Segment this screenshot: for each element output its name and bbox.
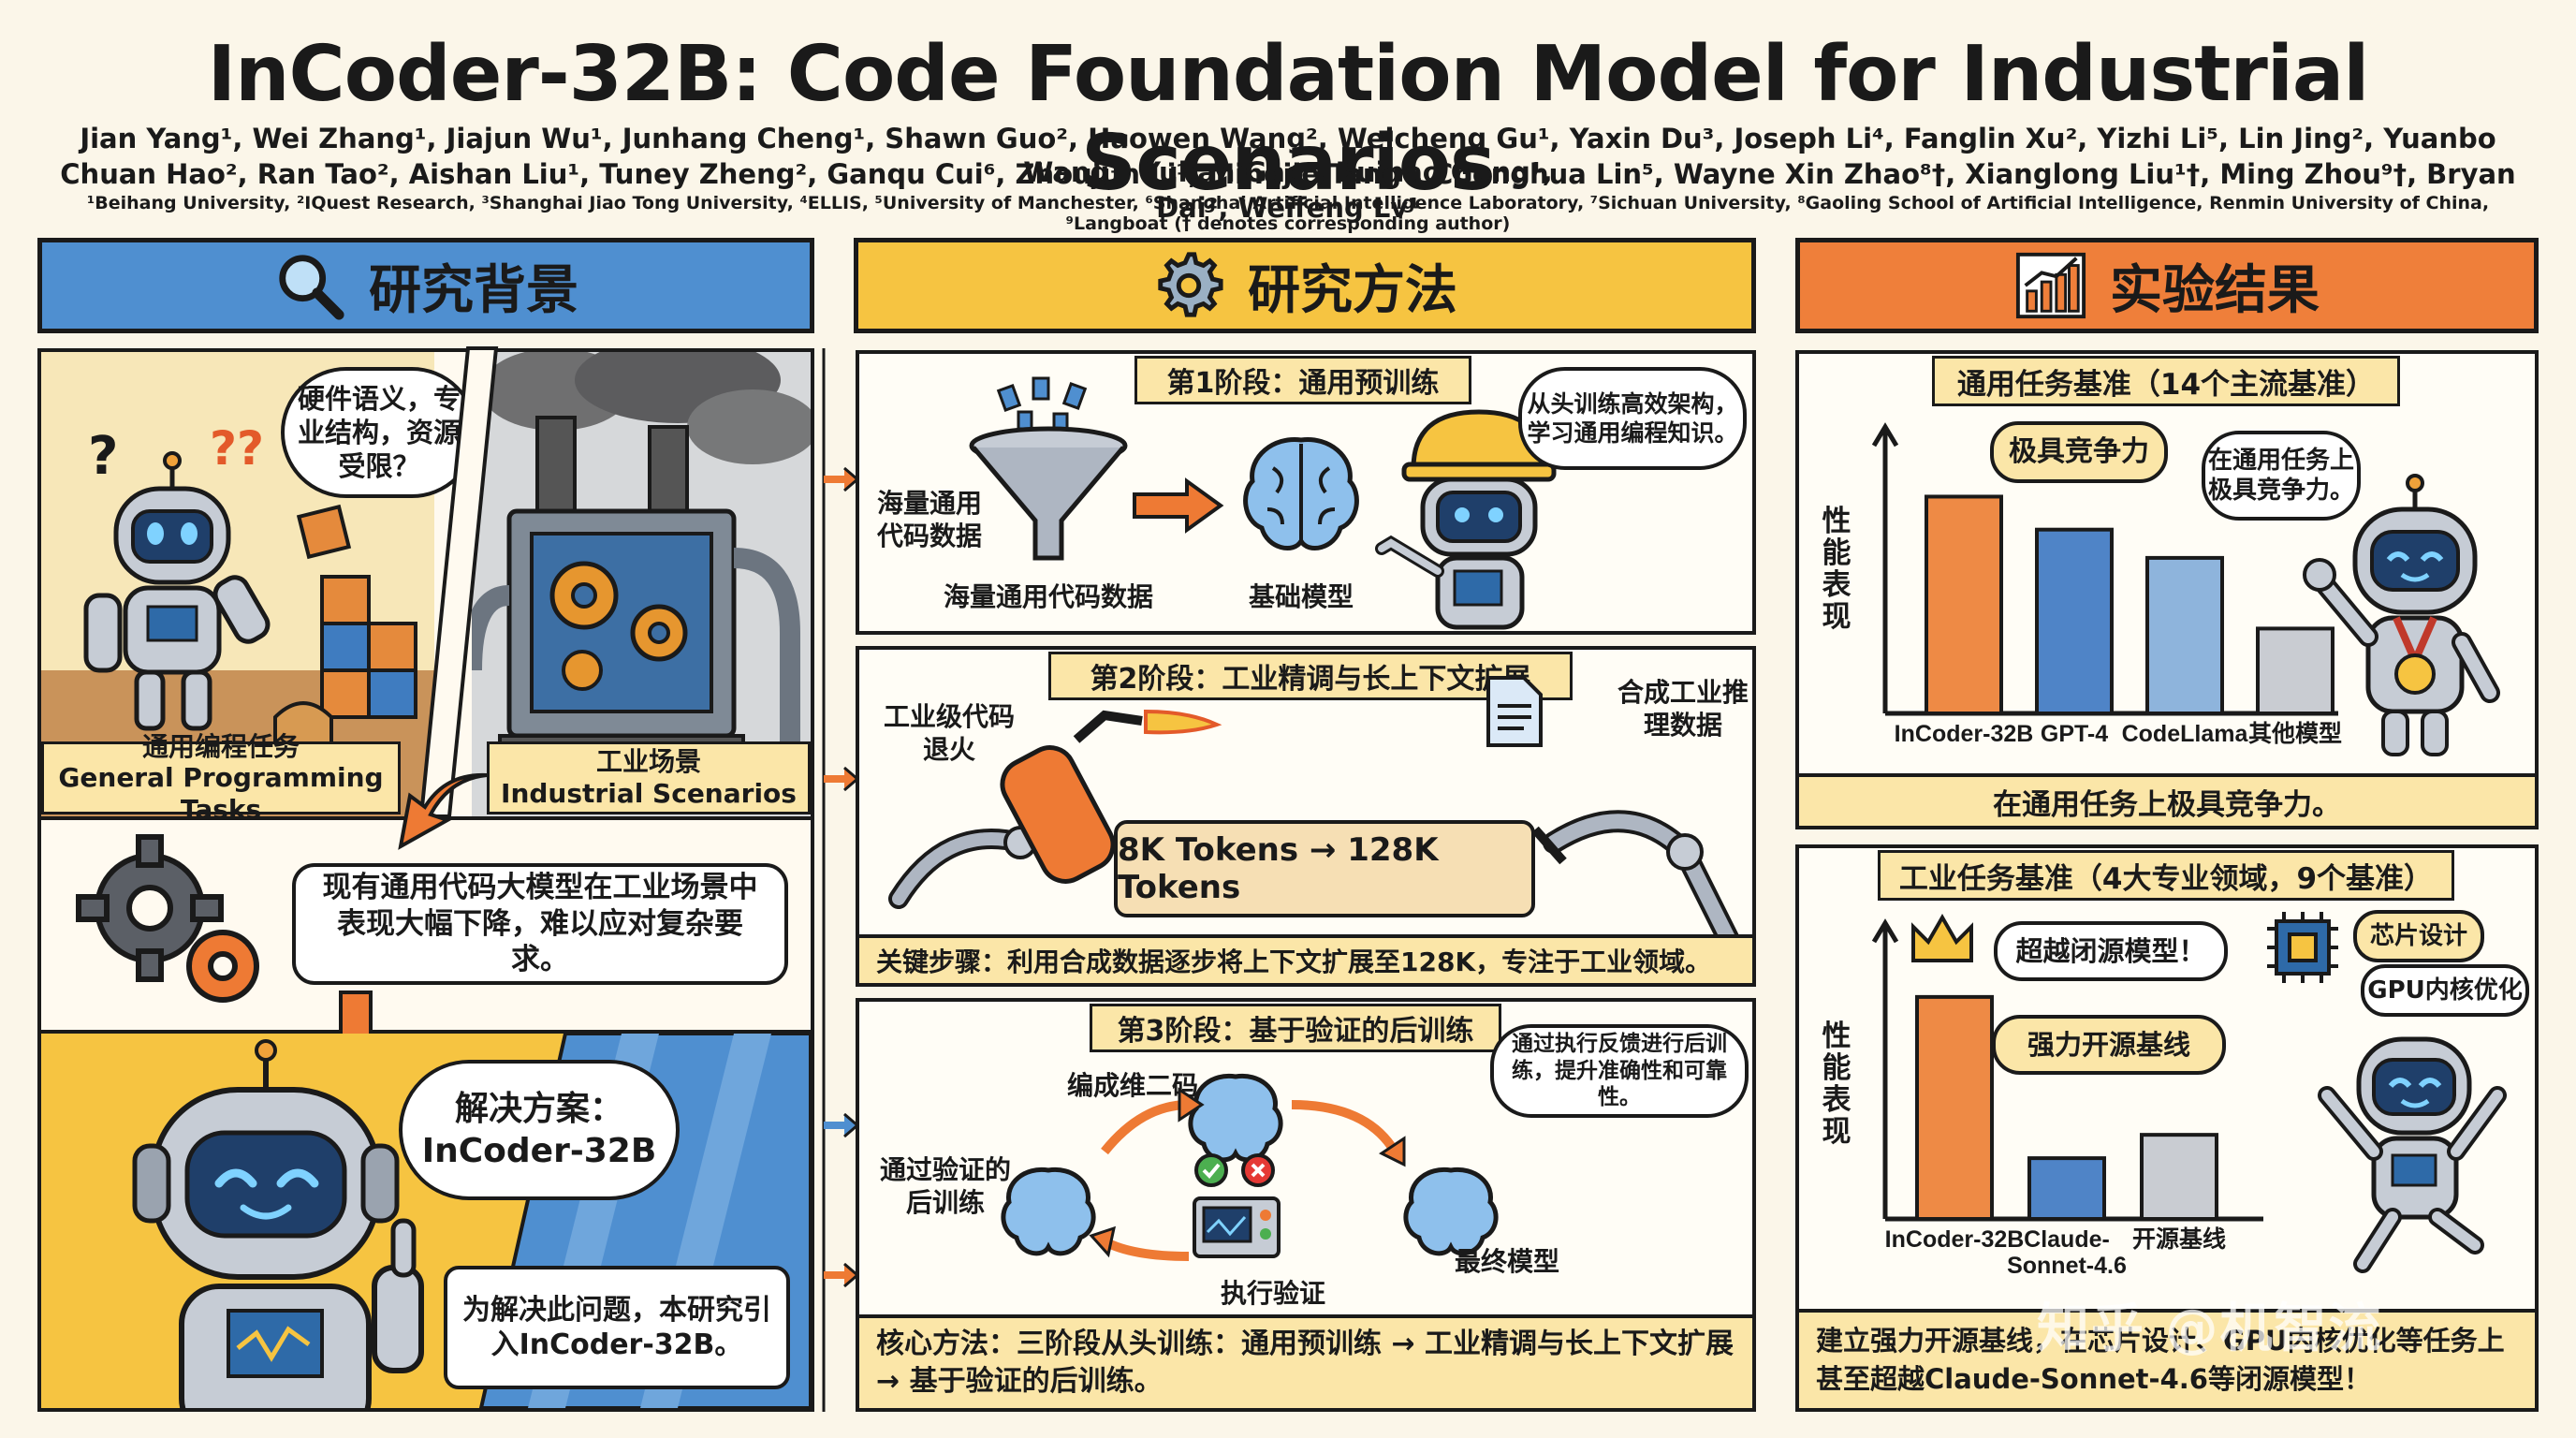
- background-heading: 研究背景: [369, 259, 578, 321]
- stage3-speech-bubble: 通过执行反馈进行后训练，提升准确性和可靠性。: [1490, 1024, 1749, 1118]
- stage2-anneal-label: 工业级代码退火: [883, 701, 1015, 765]
- toy-blocks-illustration: [273, 504, 417, 755]
- svg-text:?: ?: [88, 426, 118, 487]
- general-label-cn: 通用编程任务: [141, 730, 300, 762]
- industrial-label-en: Industrial Scenarios: [501, 778, 797, 809]
- document-icon: [1486, 676, 1543, 747]
- factory-machine-illustration: [472, 352, 811, 775]
- solution-bubble-line2: InCoder-32B: [421, 1132, 657, 1170]
- intro-text-box: 为解决此问题，本研究引入InCoder-32B。: [444, 1266, 790, 1389]
- results-heading: 实验结果: [2110, 259, 2320, 321]
- crown-icon: [1911, 913, 1973, 962]
- stage3-final-label: 最终模型: [1454, 1246, 1559, 1277]
- bar-0: [1925, 494, 2003, 716]
- magnifier-icon: [279, 255, 344, 320]
- post-training-cycle-diagram: [1001, 1073, 1499, 1261]
- y-axis-arrow: [1871, 918, 1899, 944]
- stage3-verified-label: 通过验证的后训练: [879, 1154, 1011, 1218]
- solution-speech-bubble: 解决方案： InCoder-32B: [399, 1060, 680, 1200]
- general-programming-label: 通用编程任务 General Programming Tasks: [41, 731, 401, 825]
- stage1-title: 第1阶段：通用预训练: [1134, 356, 1471, 404]
- bar-0: [1915, 994, 1994, 1221]
- category-label-0: InCoder-32B: [1895, 721, 2034, 747]
- industrial-annotation-baseline: 强力开源基线: [1992, 1015, 2226, 1075]
- bar-1: [2035, 527, 2114, 715]
- industrial-label-cn: 工业场景: [595, 746, 701, 778]
- data-funnel-icon: [969, 376, 1128, 561]
- solution-bubble-line1: 解决方案：: [454, 1090, 623, 1128]
- arrow-down-left-icon: [398, 772, 488, 850]
- general-chart-title: 通用任务基准（14个主流基准）: [1932, 356, 2400, 406]
- stage3-compile-label: 编成维二码: [1066, 1070, 1198, 1101]
- method-column-header: 研究方法: [854, 238, 1756, 333]
- brain-icon: [1243, 437, 1359, 550]
- page-title: InCoder-32B: Code Foundation Model for I…: [207, 30, 2370, 208]
- category-label-3: 其他模型: [2248, 720, 2342, 747]
- bar-2: [2140, 1133, 2218, 1221]
- category-label-0: InCoder-32B: [1885, 1226, 2025, 1253]
- category-label-2: CodeLlama: [2122, 721, 2249, 747]
- stage1-model-label: 基础模型: [1248, 581, 1354, 612]
- y-axis-arrow: [1871, 422, 1899, 448]
- watermark: 知乎 @机智流: [2037, 1299, 2383, 1359]
- stage2-synthetic-label: 合成工业推理数据: [1617, 677, 1749, 741]
- confused-robot-illustration: ? ??: [83, 421, 271, 731]
- context-scroll: 8K Tokens → 128K Tokens: [1114, 820, 1535, 917]
- general-caption: 在通用任务上极具竞争力。: [1799, 773, 2535, 826]
- authors-line-1: Jian Yang¹, Wei Zhang¹, Jiajun Wu¹, Junh…: [80, 123, 2496, 188]
- bar-1: [2027, 1156, 2106, 1222]
- industrial-annotation-chip: 芯片设计: [2353, 910, 2484, 962]
- bar-2: [2145, 555, 2224, 715]
- industrial-chart-ylabel: 性能表现: [1822, 1020, 1852, 1150]
- stage3-exec-label: 执行验证: [1220, 1278, 1325, 1309]
- medal-robot-illustration: [2303, 474, 2500, 756]
- general-annotation-bubble: 在通用任务上极具竞争力。: [2202, 431, 2361, 521]
- stage1-speech-bubble: 从头训练高效架构，学习通用编程知识。: [1518, 367, 1747, 470]
- hardhat-robot-illustration: [1375, 409, 1557, 630]
- bar-chart-icon: [2015, 252, 2086, 319]
- stage2-key-step: 关键步骤：利用合成数据逐步将上下文扩展至128K，专注于工业领域。: [859, 934, 1752, 983]
- thumbs-up-robot-illustration: [132, 1039, 424, 1408]
- general-chart-ylabel: 性能表现: [1822, 505, 1852, 635]
- stage1-data-label: 海量通用代码数据: [876, 488, 982, 551]
- category-label-1: Claude-Sonnet-4.6: [2007, 1226, 2127, 1279]
- svg-text:??: ??: [210, 421, 264, 476]
- gears-icon: [76, 834, 259, 1003]
- jumping-robot-illustration: [2318, 1036, 2507, 1273]
- industrial-annotation-gpu: GPU内核优化: [2361, 964, 2529, 1017]
- background-column-header: 研究背景: [37, 238, 814, 333]
- authors-line-2: Chuan Hao², Ran Tao², Aishan Liu¹, Tuney…: [60, 158, 2516, 224]
- arrow-right-icon: [1133, 477, 1224, 534]
- industrial-chart-title: 工业任务基准（4大专业领域，9个基准）: [1878, 850, 2454, 901]
- results-column-header: 实验结果: [1795, 238, 2539, 333]
- industrial-label: 工业场景 Industrial Scenarios: [487, 741, 811, 814]
- general-annotation-competitive: 极具竞争力: [1990, 421, 2168, 483]
- stage1-data-label-bottom: 海量通用代码数据: [943, 581, 1153, 612]
- industrial-annotation-surpass: 超越闭源模型！: [1994, 921, 2228, 981]
- affiliations: ¹Beihang University, ²IQuest Research, ³…: [86, 193, 2490, 234]
- industrial-scene: [472, 352, 811, 816]
- stage3-title: 第3阶段：基于验证的后训练: [1090, 1004, 1501, 1052]
- bar-3: [2256, 626, 2334, 715]
- method-heading: 研究方法: [1248, 259, 1457, 321]
- gear-icon: [1158, 252, 1223, 317]
- torch-robot-arm-illustration: [888, 709, 1222, 909]
- problem-text-box: 现有通用代码大模型在工业场景中表现大幅下降，难以应对复杂要求。: [292, 863, 788, 985]
- core-method-text: 核心方法：三阶段从头训练：通用预训练 → 工业精调与长上下文扩展 → 基于验证的…: [859, 1314, 1752, 1408]
- category-label-1: GPT-4: [2041, 721, 2108, 747]
- stage2-title: 第2阶段：工业精调与长上下文扩展: [1048, 652, 1573, 700]
- chip-icon: [2267, 912, 2338, 983]
- industrial-caption: 建立强力开源基线，在芯片设计、GPU内核优化等任务上甚至超越Claude-Son…: [1799, 1309, 2535, 1408]
- robot-arm-right-illustration: [1531, 810, 1743, 957]
- category-label-2: 开源基线: [2132, 1225, 2226, 1253]
